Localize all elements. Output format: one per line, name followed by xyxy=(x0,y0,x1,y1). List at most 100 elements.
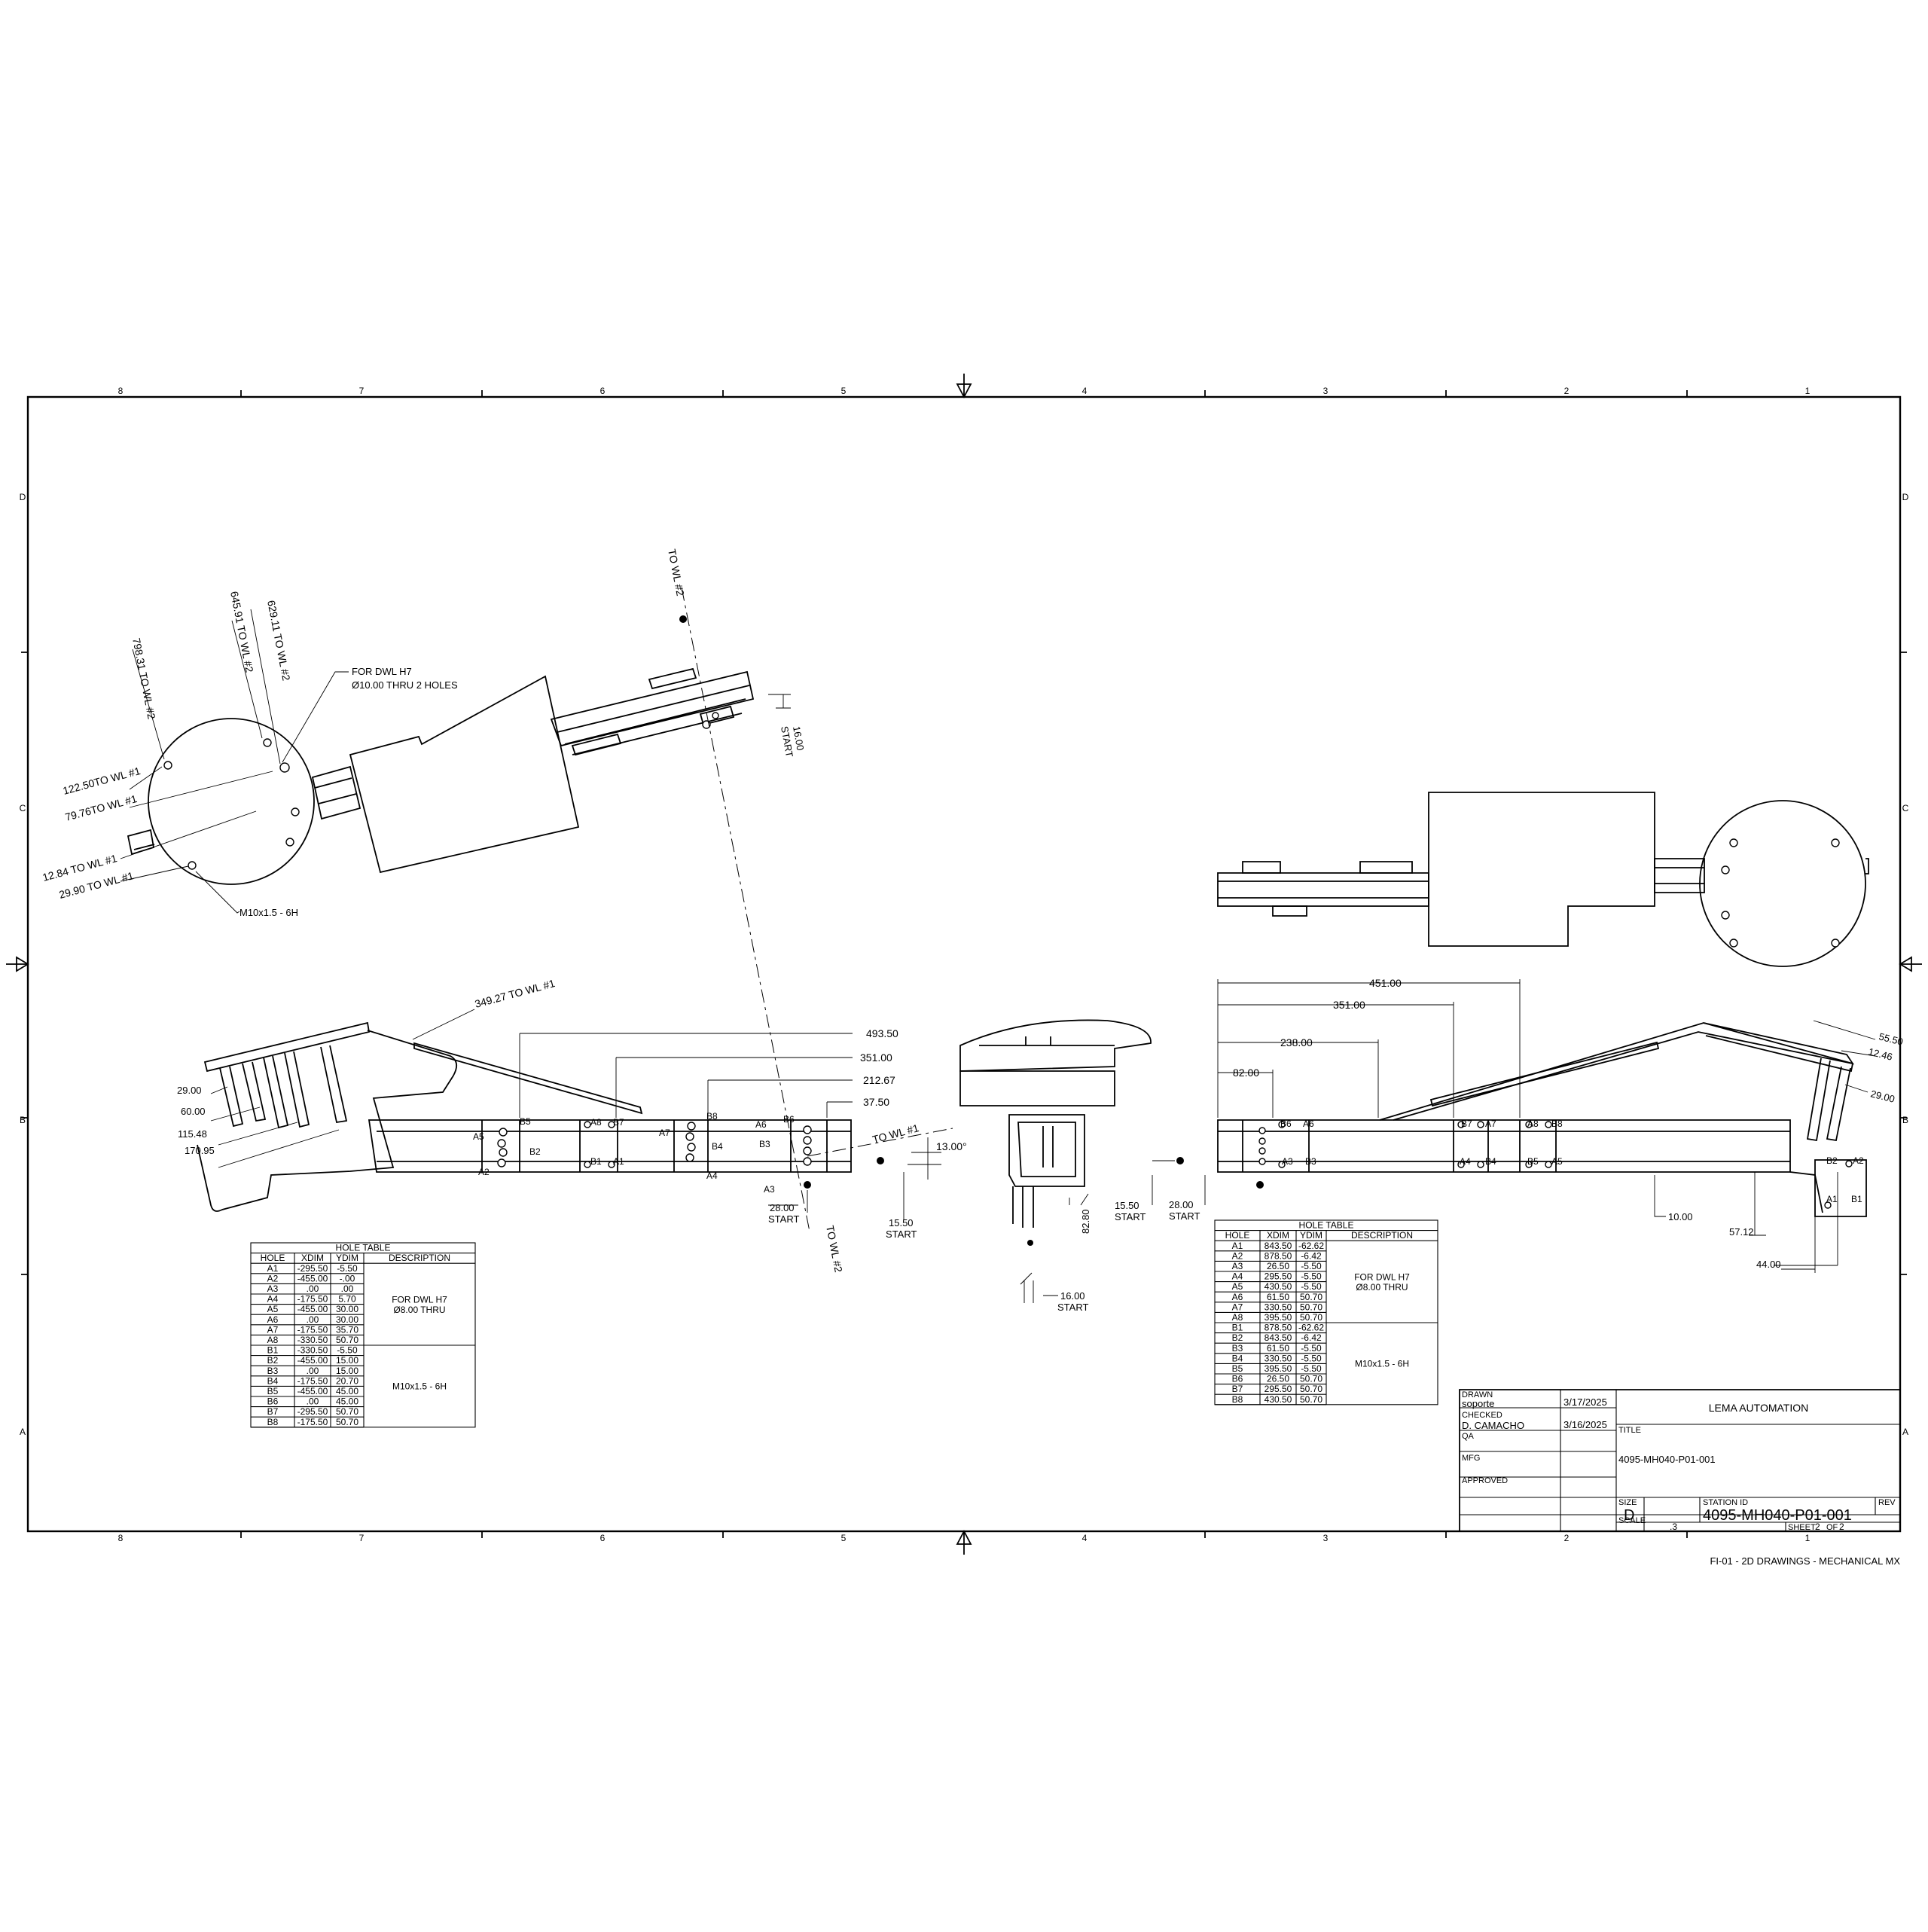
title-block: DRAWN soporte 3/17/2025 CHECKED D. CAMAC… xyxy=(1459,1389,1901,1532)
dim-text: 60.00 xyxy=(181,1106,206,1117)
dim-text: 16.00 xyxy=(1060,1290,1085,1302)
hole-table-cell: B6 xyxy=(1232,1374,1243,1384)
hole-marker xyxy=(291,807,300,816)
hole-label: B2 xyxy=(529,1146,541,1157)
sheet-label: SHEET xyxy=(1788,1523,1816,1532)
hole-label: B6 xyxy=(1280,1119,1292,1129)
hole-table-cell: 395.50 xyxy=(1264,1363,1292,1374)
hole-table-cell: B7 xyxy=(267,1406,279,1417)
hole-table-cell: -6.42 xyxy=(1301,1332,1322,1343)
shaft-outline xyxy=(1654,858,1705,893)
drawn-by: soporte xyxy=(1462,1398,1494,1409)
hole-label: B5 xyxy=(520,1116,531,1127)
col-label: 5 xyxy=(841,386,847,396)
dim-text: 15.50 xyxy=(889,1217,914,1228)
hole-marker xyxy=(1721,911,1730,920)
to-wl-note: TO WL #2 xyxy=(824,1225,845,1274)
hole-label: B6 xyxy=(783,1114,795,1125)
hole-table-cell: B7 xyxy=(1232,1384,1243,1394)
hole-table-cell: A3 xyxy=(1232,1261,1243,1271)
hole-table-header: HOLE xyxy=(261,1253,285,1263)
col-label: 5 xyxy=(841,1533,847,1543)
hole-table-cell: A5 xyxy=(1232,1281,1243,1292)
hole-table-cell: B1 xyxy=(1232,1323,1243,1333)
hole-label: B1 xyxy=(1851,1194,1862,1204)
drawing-frame xyxy=(6,374,1922,1555)
col-label: 6 xyxy=(600,1533,606,1543)
hole-table-cell: 30.00 xyxy=(336,1304,358,1314)
end-view: 82.80 16.00 START xyxy=(959,1019,1152,1313)
col-label: 4 xyxy=(1082,1533,1088,1543)
col-label: 7 xyxy=(359,386,365,396)
dim-text: 351.00 xyxy=(1333,999,1365,1011)
hole-table-header: HOLE xyxy=(1225,1230,1250,1241)
dim-text: 28.00 xyxy=(1169,1199,1194,1210)
dim-text: 13.00° xyxy=(936,1140,967,1152)
hole-table-title: HOLE TABLE xyxy=(1299,1220,1354,1231)
hole-labels: B6 A6 A3 B3 B7 A7 A4 B4 A8 B8 B5 A5 B2 A… xyxy=(1280,1119,1864,1204)
hole-table-cell: .00 xyxy=(307,1314,319,1325)
hole-marker xyxy=(1729,939,1738,948)
dim-text: 29.00 xyxy=(177,1085,202,1096)
end-body-outline xyxy=(959,1070,1115,1106)
hole-table-header: XDIM xyxy=(301,1253,324,1263)
hole-table-cell: A2 xyxy=(267,1273,279,1283)
hole-table-cell: 843.50 xyxy=(1264,1332,1292,1343)
hole-table-cell: -295.50 xyxy=(297,1406,328,1417)
hole-table-cell: -6.42 xyxy=(1301,1250,1322,1261)
block-lines xyxy=(1242,1120,1557,1172)
hole-table-cell: -5.50 xyxy=(1301,1281,1322,1292)
to-wl-note: TO WL #2 xyxy=(666,548,687,597)
turntable-plate xyxy=(148,718,315,885)
col-label: 1 xyxy=(1805,1533,1811,1543)
hole-labels: B5 A5 B2 A2 A8 B7 B1 A1 B8 A7 B4 A4 A6 B… xyxy=(473,1111,795,1195)
hole-table-cell: 50.70 xyxy=(1300,1302,1322,1312)
footer-note: FI-01 - 2D DRAWINGS - MECHANICAL MX xyxy=(1710,1555,1900,1567)
hole-table-cell: -5.50 xyxy=(1301,1261,1322,1271)
row-label: A xyxy=(1902,1427,1908,1437)
hole-label: A1 xyxy=(613,1156,624,1167)
checked-date: 3/16/2025 xyxy=(1563,1419,1607,1430)
approved-label: APPROVED xyxy=(1462,1476,1508,1485)
hole-table-cell: 26.50 xyxy=(1267,1261,1289,1271)
hole-label: B7 xyxy=(1461,1119,1472,1129)
row-label: B xyxy=(20,1115,26,1125)
hole-table-cell: 295.50 xyxy=(1264,1384,1292,1394)
dim-text: 349.27 TO WL #1 xyxy=(474,977,557,1010)
sheet-of: OF xyxy=(1826,1523,1838,1532)
hole-marker xyxy=(1831,838,1840,847)
hole-table-cell: -330.50 xyxy=(297,1335,328,1345)
gusset-plate xyxy=(1429,1041,1660,1107)
bracket-outline xyxy=(127,829,155,856)
hole-table-cell: A1 xyxy=(267,1263,279,1274)
dim-text: 37.50 xyxy=(863,1096,889,1108)
hole-table-cell: .00 xyxy=(307,1366,319,1376)
top-right-view xyxy=(1217,792,1869,967)
hole-table-cell: 843.50 xyxy=(1264,1241,1292,1251)
hole-label: B5 xyxy=(1527,1156,1539,1167)
dim-text: START xyxy=(1115,1211,1146,1222)
hole-table-cell: B2 xyxy=(1232,1332,1243,1343)
hole-table-cell: A8 xyxy=(1232,1312,1243,1323)
row-label: C xyxy=(1902,803,1909,813)
hole-table-cell: 50.70 xyxy=(1300,1374,1322,1384)
hole-table-cell: .00 xyxy=(307,1283,319,1294)
scale-value: .3 xyxy=(1670,1521,1677,1532)
dim-text: 10.00 xyxy=(1668,1211,1693,1222)
hole-table-cell: 330.50 xyxy=(1264,1353,1292,1363)
size-label: SIZE xyxy=(1618,1498,1637,1507)
rail-outline xyxy=(550,670,755,755)
hole-table-cell: 20.70 xyxy=(336,1375,358,1386)
hole-markers xyxy=(1176,1121,1853,1209)
hole-label: B4 xyxy=(712,1141,723,1152)
dim-text: 12.46 xyxy=(1867,1045,1893,1062)
fork-tines xyxy=(219,1045,348,1129)
dim-text: 57.12 xyxy=(1729,1226,1754,1238)
hole-table-cell: A6 xyxy=(1232,1292,1243,1302)
row-label: A xyxy=(20,1427,26,1437)
end-block xyxy=(1814,1159,1867,1217)
hole-table-cell: -5.50 xyxy=(337,1263,358,1274)
hole-table-cell: B4 xyxy=(1232,1353,1243,1363)
